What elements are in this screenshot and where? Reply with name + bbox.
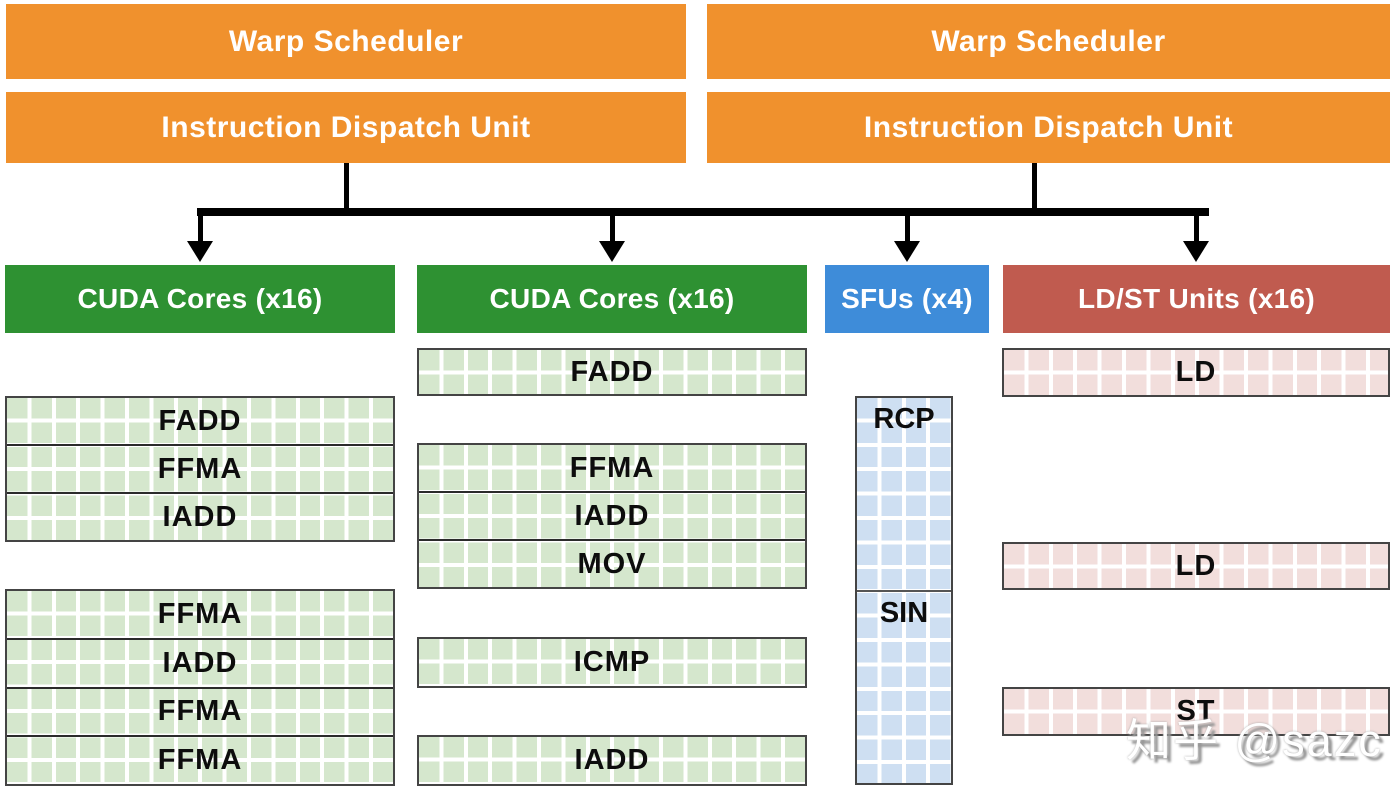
instruction-cell: FADD: [570, 355, 654, 388]
warp-scheduler-right: Warp Scheduler: [707, 4, 1390, 79]
connector-stem-4: [1194, 214, 1199, 242]
warp-scheduler-left: Warp Scheduler: [6, 4, 686, 79]
instruction-cell: ST: [1176, 695, 1216, 727]
arrow-down-icon: [187, 241, 213, 262]
instruction-dispatch-right: Instruction Dispatch Unit: [707, 92, 1390, 163]
instruction-cell: IADD: [574, 744, 650, 776]
cuda-left-block-2: FFMA IADD FFMA FFMA: [5, 589, 395, 786]
ldst-block-1: LD: [1002, 348, 1390, 397]
instruction-cell: FFMA: [7, 686, 393, 736]
instruction-cell: FFMA: [569, 451, 655, 484]
instruction-cell: FADD: [158, 404, 242, 437]
connector-vline-right: [1032, 163, 1037, 211]
instruction-cell: FFMA: [157, 597, 243, 630]
instruction-cell: FFMA: [7, 444, 393, 492]
cuda-mid-block-1: FADD: [417, 348, 807, 396]
instruction-cell: MOV: [419, 539, 805, 587]
cuda-mid-block-4: IADD: [417, 735, 807, 786]
instruction-cell: LD: [1175, 549, 1217, 582]
cuda-cores-left-header: CUDA Cores (x16): [5, 265, 395, 333]
instruction-cell: ICMP: [573, 646, 651, 678]
instruction-cell: IADD: [419, 491, 805, 539]
arrow-down-icon: [1183, 241, 1209, 262]
connector-vline-left: [344, 163, 349, 211]
ldst-block-2: LD: [1002, 542, 1390, 590]
arrow-down-icon: [599, 241, 625, 262]
instruction-cell: FFMA: [7, 735, 393, 784]
ldst-block-3: ST: [1002, 687, 1390, 736]
ldst-header: LD/ST Units (x16): [1003, 265, 1390, 333]
connector-stem-1: [198, 214, 203, 242]
cuda-mid-block-2: FFMA IADD MOV: [417, 443, 807, 589]
connector-hbar: [197, 208, 1209, 216]
cuda-left-block-1: FADD FFMA IADD: [5, 396, 395, 542]
instruction-cell: LD: [1175, 356, 1217, 388]
cuda-mid-block-3: ICMP: [417, 637, 807, 688]
sfu-block: RCP SIN: [855, 396, 953, 785]
arrow-down-icon: [894, 241, 920, 262]
sfu-section-sin: SIN: [857, 589, 951, 784]
watermark: 知乎 @sazc: [1126, 715, 1383, 766]
connector-stem-2: [610, 214, 615, 242]
sfu-header: SFUs (x4): [825, 265, 989, 333]
cuda-cores-mid-header: CUDA Cores (x16): [417, 265, 807, 333]
instruction-cell: IADD: [7, 637, 393, 687]
instruction-dispatch-left: Instruction Dispatch Unit: [6, 92, 686, 163]
instruction-cell: IADD: [7, 492, 393, 540]
sfu-section-rcp: RCP: [873, 403, 935, 435]
connector-stem-3: [905, 214, 910, 242]
